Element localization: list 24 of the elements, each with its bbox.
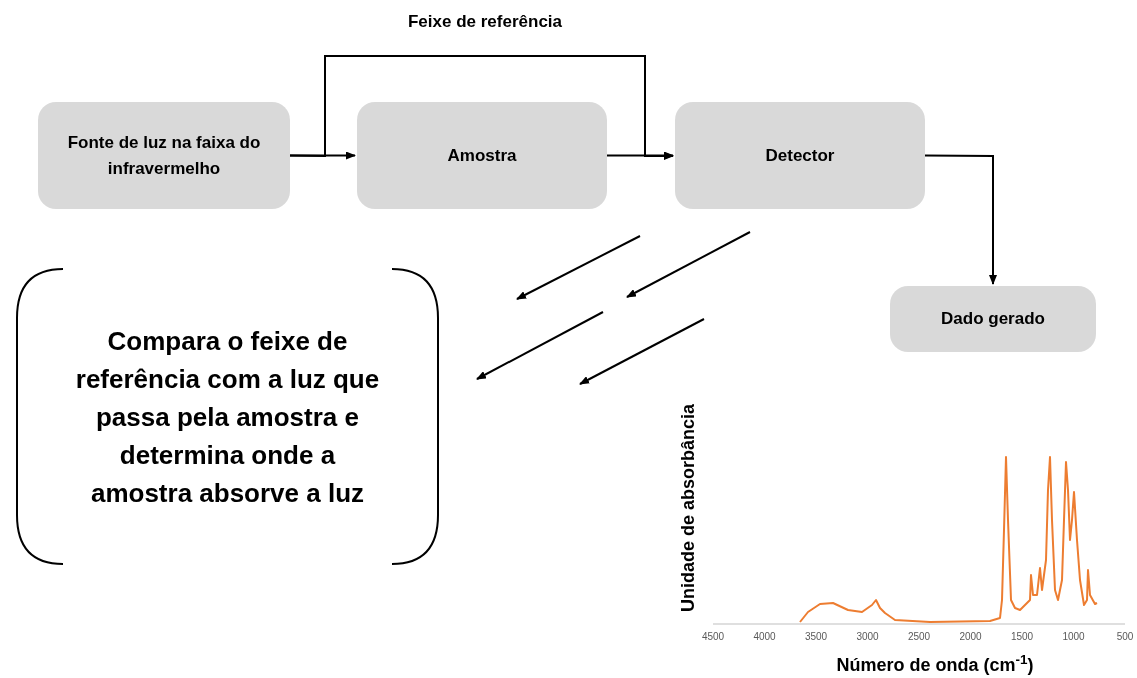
tick-label: 1000	[1062, 630, 1085, 644]
tick-label: 2000	[959, 630, 982, 644]
node-text: Dado gerado	[941, 308, 1045, 330]
tick-label: 4500	[701, 630, 725, 644]
axis-title: Número de onda (cm$^{-1}$)	[836, 652, 1034, 677]
tick-label: 3000	[856, 630, 879, 644]
tick-label: 500	[1116, 630, 1134, 644]
arrow	[924, 154, 997, 285]
axis-title: Unidade de absorbância	[676, 403, 699, 613]
tick-label: 2500	[907, 630, 931, 644]
node-text: Amostra	[447, 144, 517, 167]
arrow	[606, 151, 674, 160]
node-text: Fonte de luz na faixa do infravermelho	[66, 131, 262, 180]
tick-label: 1500	[1010, 630, 1034, 644]
edge-label: Feixe de referência	[408, 11, 562, 34]
node-text: Detector	[765, 144, 835, 167]
process-box	[675, 102, 925, 209]
tick-label: 4000	[753, 630, 776, 644]
arrow	[289, 151, 356, 160]
tick-label: 3500	[804, 630, 828, 644]
node-text: Compara o feixe de referência com a luz que passa pela amostra e determina onde a amostra absorve a luz	[74, 324, 381, 510]
process-box	[357, 102, 607, 209]
process-box	[890, 286, 1096, 352]
process-box	[38, 102, 290, 209]
